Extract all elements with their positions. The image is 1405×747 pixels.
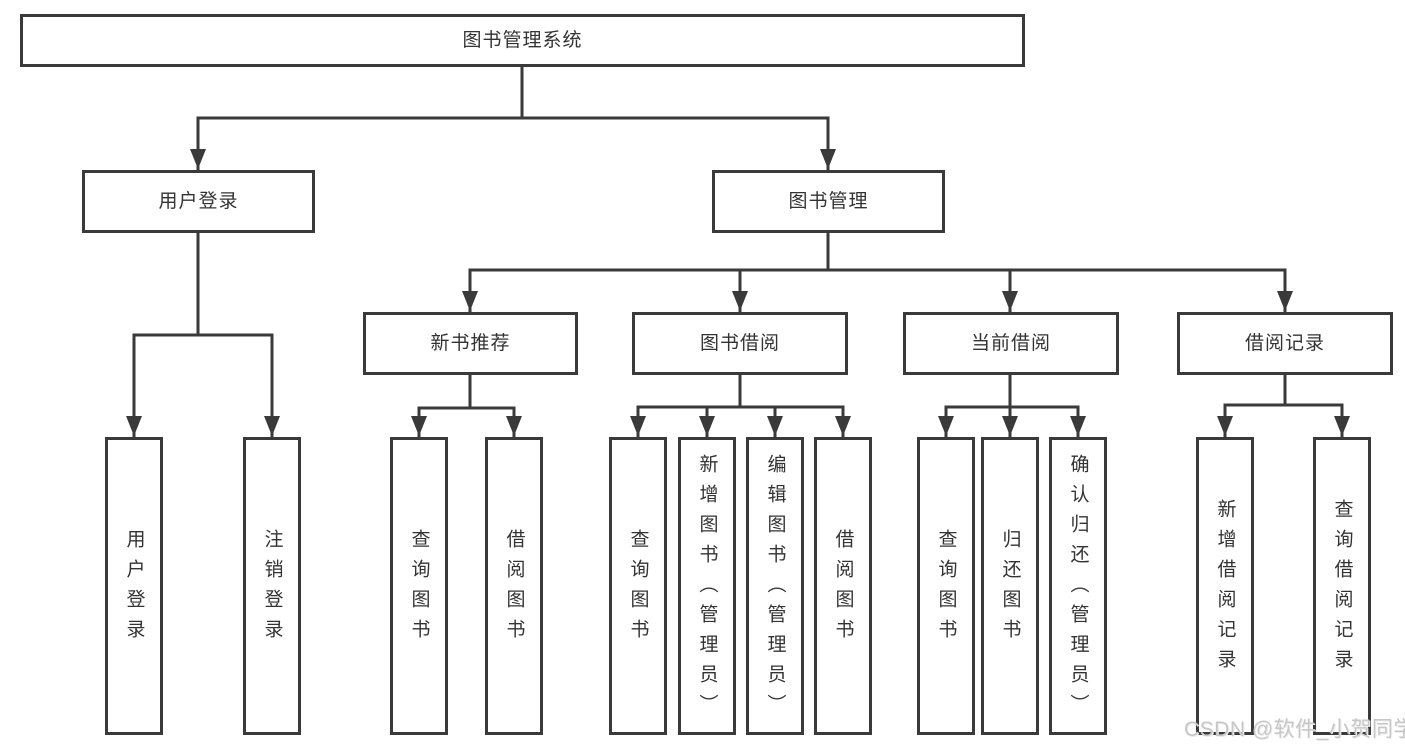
leaf-logout: 注销登录 — [243, 437, 301, 735]
leaf-recommend-query-books: 查询图书 — [390, 437, 448, 735]
leaf-recommend-borrow-books: 借阅图书 — [485, 437, 543, 735]
node-book-borrowing: 图书借阅 — [632, 312, 848, 375]
leaf-confirm-return-admin: 确认归还（管理员） — [1049, 437, 1107, 735]
leaf-borrow-books: 借阅图书 — [814, 437, 872, 735]
leaf-borrow-query-books: 查询图书 — [609, 437, 667, 735]
leaf-edit-book-admin: 编辑图书（管理员） — [746, 437, 804, 735]
node-book-management: 图书管理 — [712, 170, 945, 233]
csdn-watermark: CSDN @软件_小贺同学 — [1184, 718, 1405, 741]
leaf-user-login: 用户登录 — [105, 437, 163, 735]
node-user-login: 用户登录 — [82, 170, 315, 233]
node-root: 图书管理系统 — [20, 14, 1025, 67]
node-borrowing-records: 借阅记录 — [1177, 312, 1393, 375]
node-current-borrowing: 当前借阅 — [903, 312, 1119, 375]
node-new-book-recommendation: 新书推荐 — [363, 312, 578, 375]
leaf-add-borrow-record: 新增借阅记录 — [1196, 437, 1254, 735]
leaf-add-book-admin: 新增图书（管理员） — [678, 437, 736, 735]
leaf-current-query-books: 查询图书 — [917, 437, 975, 735]
leaf-query-borrow-record: 查询借阅记录 — [1313, 437, 1371, 735]
leaf-return-books: 归还图书 — [981, 437, 1039, 735]
